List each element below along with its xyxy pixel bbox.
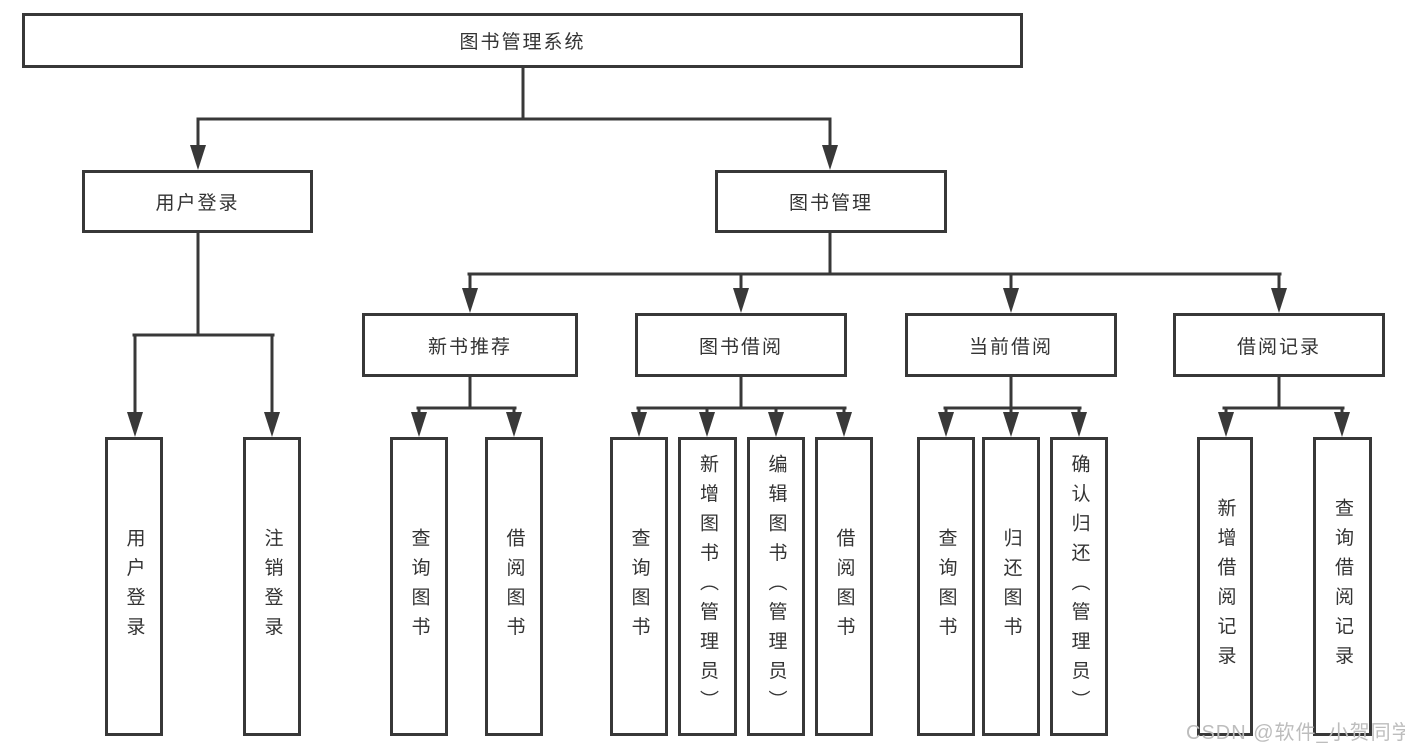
node-current-borrowing: 当前借阅: [905, 313, 1117, 377]
leaf-borrow-books-borrowing: 借阅图书: [815, 437, 873, 736]
node-borrowing-records: 借阅记录: [1173, 313, 1385, 377]
leaf-add-borrow-record: 新增借阅记录: [1197, 437, 1253, 736]
leaf-add-book-admin: 新增图书（管理员）: [678, 437, 737, 736]
csdn-watermark: CSDN @软件_小贺同学: [1186, 722, 1405, 744]
leaf-query-books-borrowing: 查询图书: [610, 437, 668, 736]
node-library-management-system: 图书管理系统: [22, 13, 1023, 68]
leaf-confirm-return-admin: 确认归还（管理员）: [1050, 437, 1108, 736]
leaf-borrow-books-recommend: 借阅图书: [485, 437, 543, 736]
leaf-return-book: 归还图书: [982, 437, 1040, 736]
leaf-edit-book-admin: 编辑图书（管理员）: [747, 437, 805, 736]
node-user-login: 用户登录: [82, 170, 313, 233]
leaf-query-borrow-record: 查询借阅记录: [1313, 437, 1372, 736]
node-book-borrowing: 图书借阅: [635, 313, 847, 377]
leaf-user-login: 用户登录: [105, 437, 163, 736]
node-new-book-recommendation: 新书推荐: [362, 313, 578, 377]
arrowheads: [127, 145, 1350, 437]
leaf-query-books-recommend: 查询图书: [390, 437, 448, 736]
leaf-query-books-current: 查询图书: [917, 437, 975, 736]
leaf-logout: 注销登录: [243, 437, 301, 736]
node-book-management: 图书管理: [715, 170, 947, 233]
